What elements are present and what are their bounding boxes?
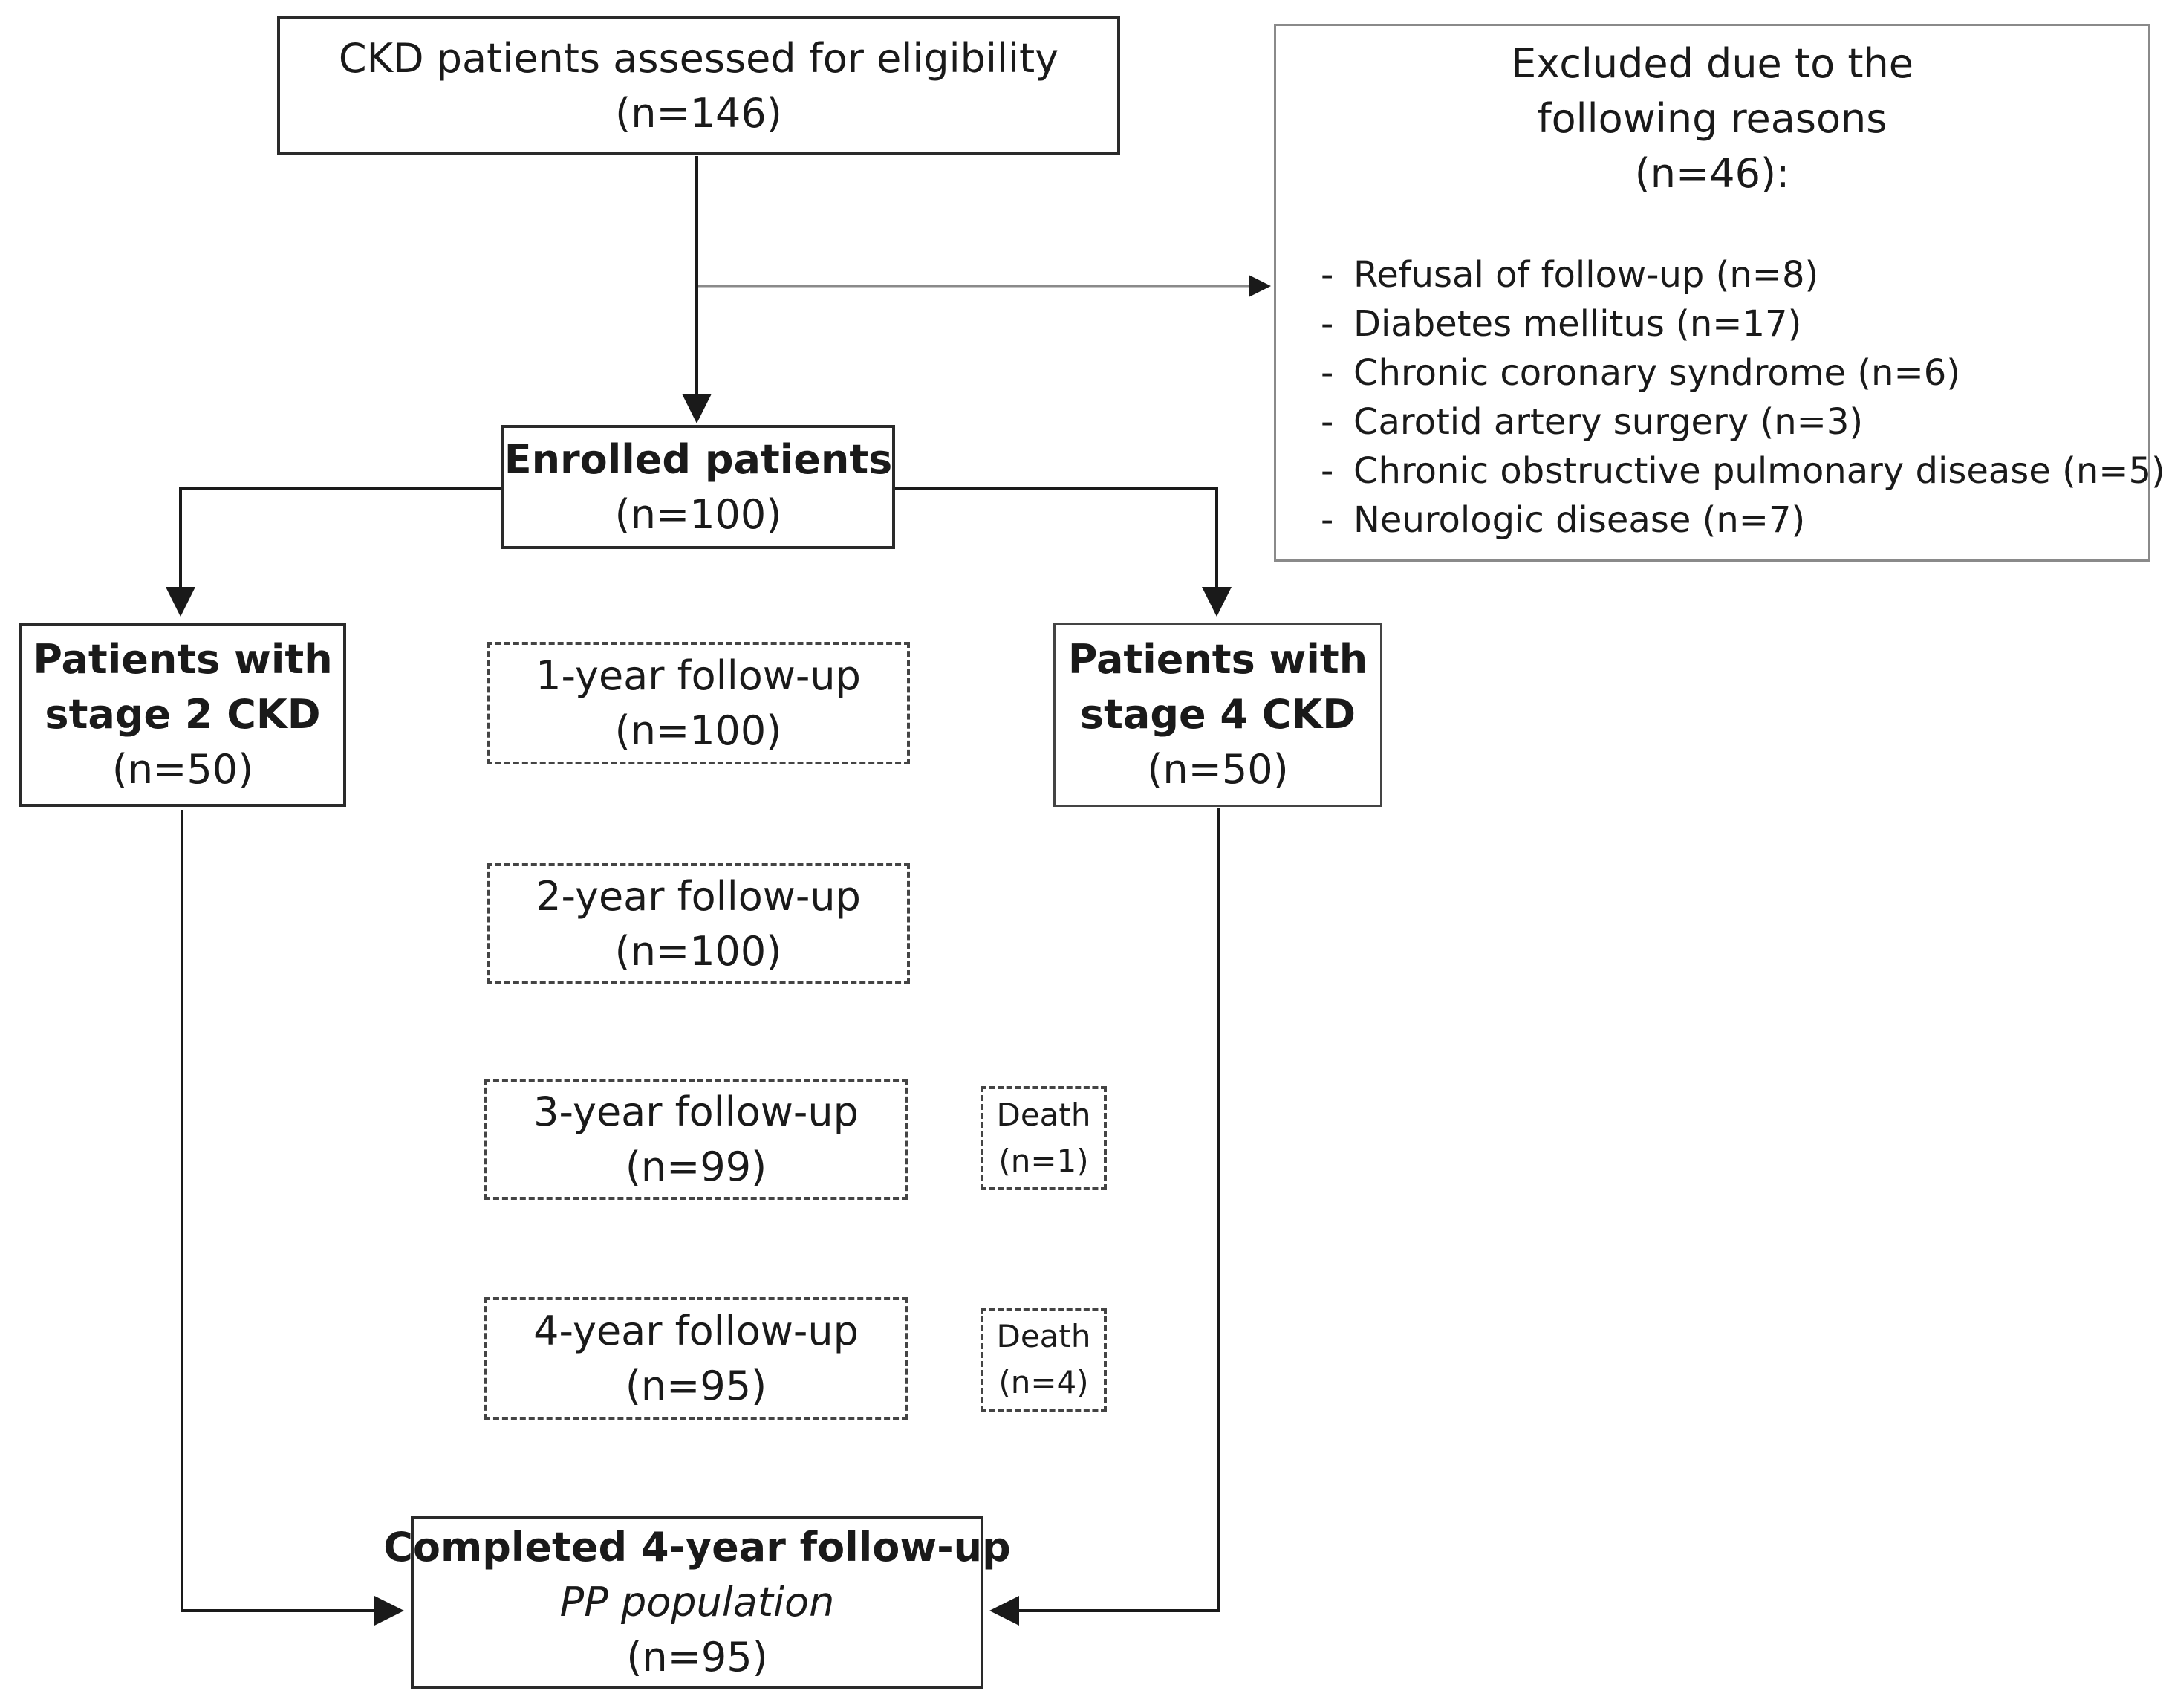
stage2-line2: stage 2 CKD	[45, 691, 321, 738]
arrow-stage4-to-completed	[989, 808, 1220, 1626]
exclusion-reason: -Chronic obstructive pulmonary disease (…	[1321, 450, 2165, 492]
followup-label: 4-year follow-up	[533, 1307, 859, 1354]
followup-count: (n=95)	[625, 1362, 767, 1409]
death-count: (n=4)	[998, 1364, 1089, 1400]
completed-title: Completed 4-year follow-up	[383, 1524, 1011, 1571]
followup-4-box: 4-year follow-up (n=95)	[484, 1297, 908, 1420]
excluded-title-line2: following reasons	[1537, 95, 1887, 142]
assessed-title: CKD patients assessed for eligibility	[338, 34, 1059, 82]
death-count: (n=1)	[998, 1143, 1089, 1179]
exclusion-reason: -Chronic coronary syndrome (n=6)	[1321, 352, 1960, 394]
followup-count: (n=99)	[625, 1143, 767, 1190]
exclusion-reasons-list: -Refusal of follow-up (n=8) -Diabetes me…	[1276, 250, 2165, 545]
stage2-count: (n=50)	[111, 746, 254, 793]
excluded-box: Excluded due to the following reasons (n…	[1274, 24, 2165, 562]
enrolled-title: Enrolled patients	[504, 435, 893, 483]
followup-count: (n=100)	[614, 707, 782, 754]
stage2-line1: Patients with	[33, 636, 333, 683]
arrow-enrolled-to-stage2	[166, 487, 501, 617]
death-box-year3: Death (n=1)	[981, 1086, 1107, 1190]
enrolled-box: Enrolled patients (n=100)	[501, 425, 895, 549]
exclusion-reason: -Carotid artery surgery (n=3)	[1321, 401, 1864, 443]
followup-label: 2-year follow-up	[536, 872, 861, 920]
exclusion-reason: -Diabetes mellitus (n=17)	[1321, 303, 1802, 345]
followup-1-box: 1-year follow-up (n=100)	[487, 642, 910, 764]
enrolled-count: (n=100)	[614, 490, 782, 538]
exclusion-reason: -Neurologic disease (n=7)	[1321, 499, 1806, 541]
assessed-count: (n=146)	[615, 89, 782, 137]
death-box-year4: Death (n=4)	[981, 1308, 1107, 1412]
followup-3-box: 3-year follow-up (n=99)	[484, 1079, 908, 1200]
arrow-enrolled-to-stage4	[893, 487, 1232, 617]
stage4-count: (n=50)	[1147, 746, 1289, 793]
followup-2-box: 2-year follow-up (n=100)	[487, 863, 910, 984]
followup-label: 1-year follow-up	[536, 652, 861, 699]
completed-box: Completed 4-year follow-up PP population…	[383, 1516, 1011, 1689]
excluded-title-line1: Excluded due to the	[1511, 40, 1913, 87]
followup-count: (n=100)	[614, 927, 782, 975]
death-label: Death	[996, 1097, 1091, 1133]
arrow-stage2-to-completed	[181, 810, 404, 1626]
completed-subtitle: PP population	[559, 1579, 835, 1626]
death-label: Death	[996, 1318, 1091, 1354]
stage4-line2: stage 4 CKD	[1079, 691, 1356, 738]
stage4-line1: Patients with	[1067, 636, 1368, 683]
excluded-count: (n=46):	[1634, 150, 1790, 197]
completed-count: (n=95)	[626, 1634, 768, 1681]
assessed-box: CKD patients assessed for eligibility (n…	[277, 16, 1120, 155]
stage2-box: Patients with stage 2 CKD (n=50)	[19, 623, 346, 807]
followup-label: 3-year follow-up	[533, 1088, 859, 1135]
stage4-box: Patients with stage 4 CKD (n=50)	[1053, 623, 1382, 807]
exclusion-reason: -Refusal of follow-up (n=8)	[1321, 254, 1819, 296]
